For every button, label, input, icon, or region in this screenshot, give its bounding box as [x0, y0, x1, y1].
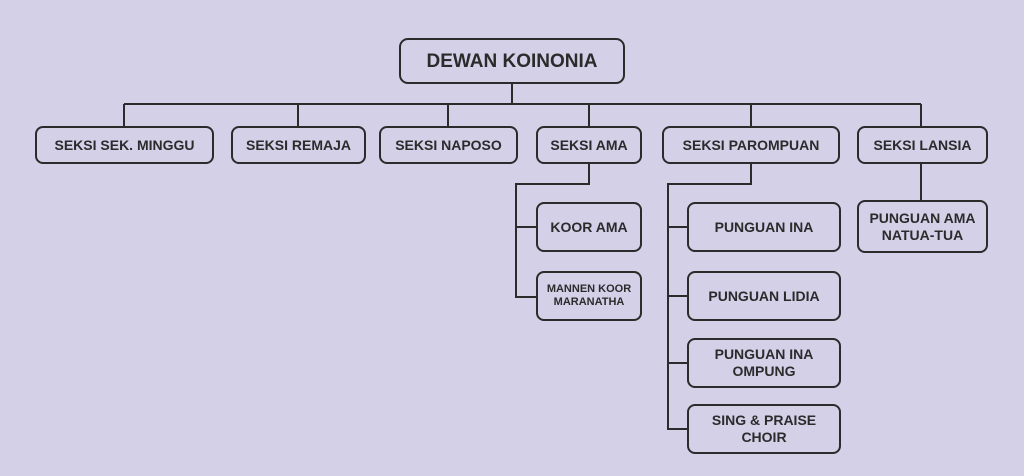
node-seksi-parompuan: SEKSI PAROMPUAN	[662, 126, 840, 164]
node-seksi-remaja: SEKSI REMAJA	[231, 126, 366, 164]
node-punguan-ina-ompung: PUNGUAN INA OMPUNG	[687, 338, 841, 388]
node-punguan-ama-natua-tua: PUNGUAN AMA NATUA-TUA	[857, 200, 988, 253]
root-node: DEWAN KOINONIA	[399, 38, 625, 84]
node-sing-praise-choir: SING & PRAISE CHOIR	[687, 404, 841, 454]
node-punguan-lidia: PUNGUAN LIDIA	[687, 271, 841, 321]
node-seksi-lansia: SEKSI LANSIA	[857, 126, 988, 164]
node-seksi-ama: SEKSI AMA	[536, 126, 642, 164]
node-seksi-sek-minggu: SEKSI SEK. MINGGU	[35, 126, 214, 164]
node-seksi-naposo: SEKSI NAPOSO	[379, 126, 518, 164]
node-koor-ama: KOOR AMA	[536, 202, 642, 252]
node-mannen-koor-maranatha: MANNEN KOOR MARANATHA	[536, 271, 642, 321]
node-punguan-ina: PUNGUAN INA	[687, 202, 841, 252]
